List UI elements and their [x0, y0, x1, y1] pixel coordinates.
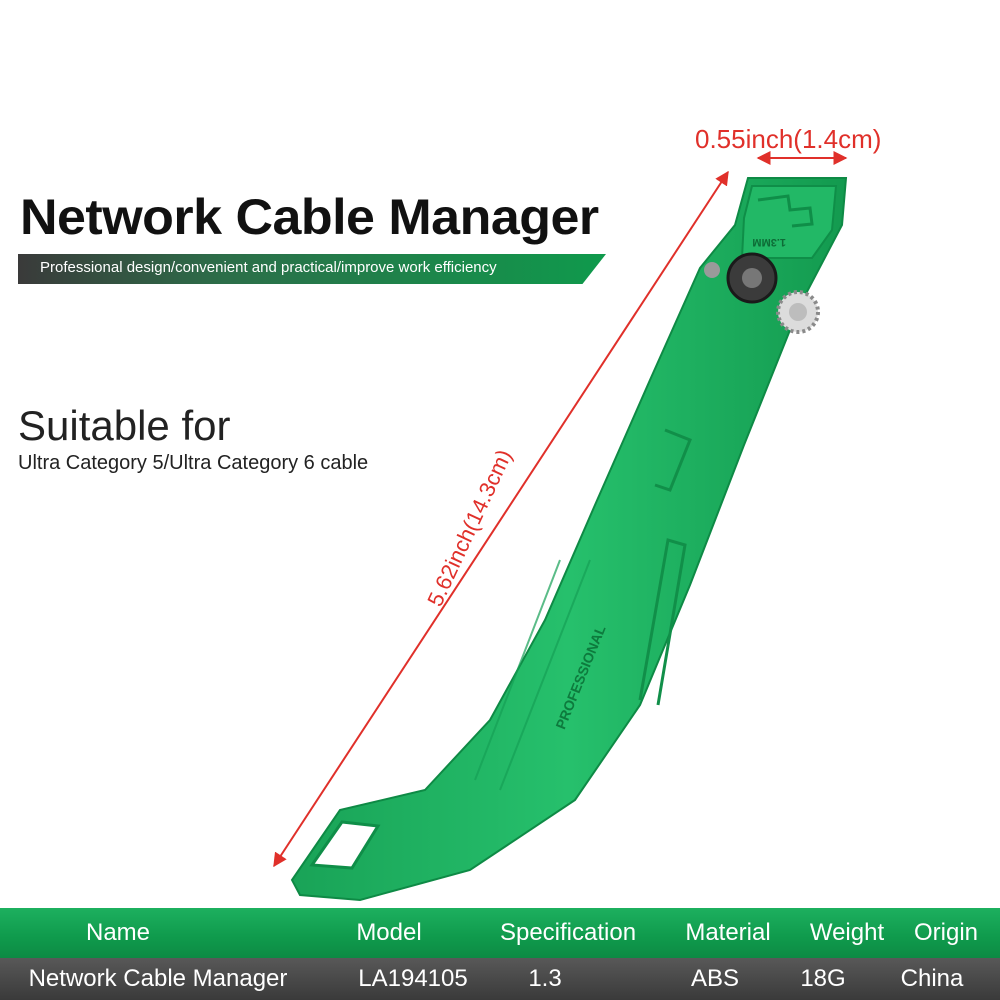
cell-origin: China [900, 965, 964, 992]
product-illustration: 1.3MM PROFESSIONAL [273, 151, 848, 902]
table-row: Network Cable Manager LA194105 1.3 ABS 1… [0, 958, 1000, 1000]
spec-table: Name Model Specification Material Weight… [0, 908, 1000, 1000]
header-origin: Origin [913, 919, 979, 946]
header-name: Name [85, 919, 151, 946]
tool-head [740, 185, 838, 259]
header-specification: Specification [499, 919, 637, 946]
blade-size-marking: 1.3MM [752, 236, 786, 248]
cell-material: ABS [690, 965, 740, 992]
width-dimension-label: 0.55inch(1.4cm) [695, 124, 882, 154]
cell-weight: 18G [800, 965, 846, 992]
cell-specification: 1.3 [528, 965, 562, 992]
cell-name: Network Cable Manager [28, 965, 288, 992]
length-dimension-line [273, 170, 729, 868]
header-weight: Weight [809, 919, 885, 946]
tool-head-notch [757, 194, 814, 228]
header-material: Material [685, 919, 771, 946]
cell-model: LA194105 [358, 965, 468, 992]
gear-icon [776, 290, 820, 334]
spec-table-header: Name Model Specification Material Weight… [0, 908, 1000, 958]
suitable-heading: Suitable for [18, 402, 231, 449]
header-model: Model [356, 919, 422, 946]
